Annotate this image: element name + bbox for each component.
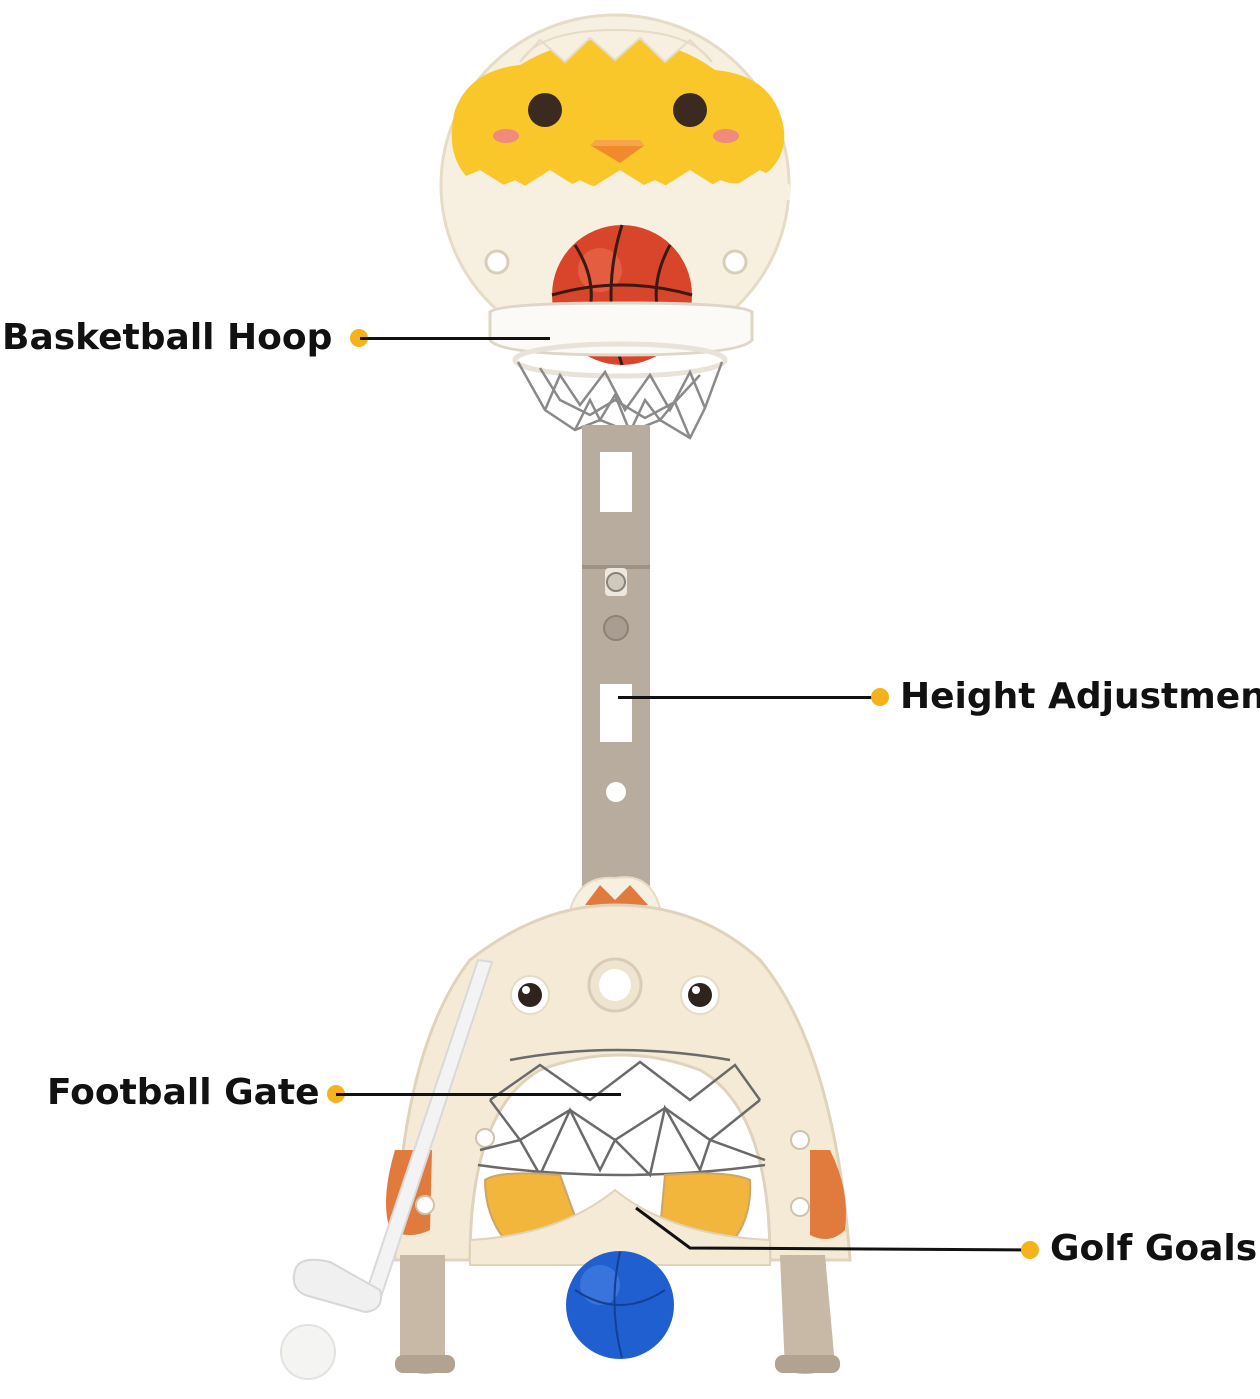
chick-head <box>451 38 785 190</box>
chick-left-eye <box>528 93 562 127</box>
callout-line-football-gate <box>336 1093 621 1096</box>
callout-dot-basketball-hoop <box>350 329 368 347</box>
egg-backboard <box>439 13 791 357</box>
chick-beak <box>590 145 645 163</box>
callout-label-golf-goals: Golf Goals <box>1050 1228 1258 1269</box>
golf-club <box>292 958 494 1314</box>
football-net <box>477 1048 766 1178</box>
callout-label-basketball-hoop: Basketball Hoop <box>2 317 333 358</box>
chick-right-eye <box>673 93 707 127</box>
base-feet <box>395 1255 840 1374</box>
callout-label-height-adjustment: Height Adjustmen <box>900 676 1260 717</box>
callout-dot-golf-goals <box>1021 1241 1039 1259</box>
height-adjustment-pole <box>582 425 650 895</box>
golf-ball <box>280 1324 336 1380</box>
golf-goals <box>469 1172 771 1266</box>
callout-label-football-gate: Football Gate <box>47 1072 320 1113</box>
callout-dot-height-adjustment <box>871 688 889 706</box>
callout-line-basketball-hoop <box>360 337 550 340</box>
blue-ball <box>566 1251 674 1359</box>
hoop <box>488 301 754 440</box>
callout-line-height-adjustment <box>618 696 880 699</box>
